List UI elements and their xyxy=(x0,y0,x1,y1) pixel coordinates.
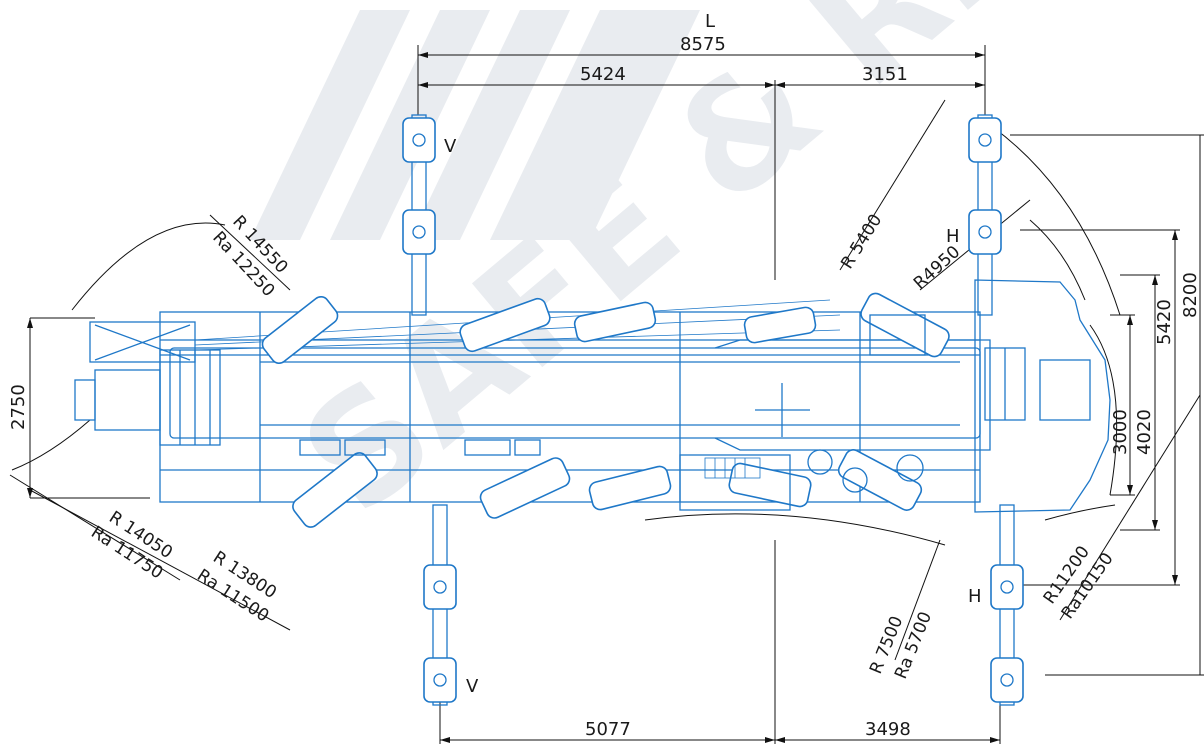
label-overall-length: 8575 xyxy=(680,34,726,55)
label-bottom-left-span: 5077 xyxy=(585,719,631,740)
label-5420: 5420 xyxy=(1154,299,1175,345)
label-4020: 4020 xyxy=(1134,409,1155,455)
label-bottom-right-span: 3498 xyxy=(865,719,911,740)
outrigger-label-h-top: H xyxy=(946,226,960,247)
dimension-labels: L 8575 5424 3151 5077 3498 3000 4020 542… xyxy=(8,11,1201,740)
label-r5400: R 5400 xyxy=(837,211,886,273)
outrigger-label-v-bottom: V xyxy=(466,676,479,697)
label-L: L xyxy=(705,11,715,32)
radius-arcs xyxy=(11,124,1121,546)
label-8200: 8200 xyxy=(1180,272,1201,318)
outriggers xyxy=(402,114,1024,706)
label-top-right-span: 3151 xyxy=(862,64,908,85)
dimension-lines xyxy=(9,45,1204,744)
label-2750: 2750 xyxy=(8,384,29,430)
label-3000: 3000 xyxy=(1110,409,1131,455)
watermark: SAFE & RENT xyxy=(250,0,1204,548)
outrigger-label-v-top: V xyxy=(444,136,457,157)
crane-body xyxy=(74,279,1111,528)
outrigger-label-h-bottom: H xyxy=(968,586,982,607)
label-top-left-span: 5424 xyxy=(580,64,626,85)
label-r4950: R4950 xyxy=(910,242,964,294)
